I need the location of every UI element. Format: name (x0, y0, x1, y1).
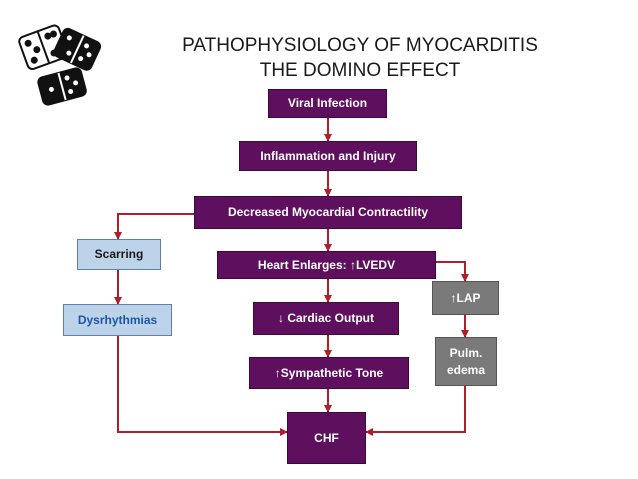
node-inflammation-injury: Inflammation and Injury (239, 141, 417, 171)
node-dysrhythmias: Dysrhythmias (63, 304, 172, 336)
node-pulmonary-edema: Pulm. edema (435, 337, 497, 386)
arrow-enlarges-to-lap (436, 261, 469, 282)
node-chf: CHF (287, 412, 366, 464)
arrow-contractility-to-scarring (114, 213, 194, 240)
node-cardiac-output: ↓ Cardiac Output (253, 302, 399, 335)
arrow-edema-to-chf (365, 386, 466, 436)
dominoes-icon (18, 24, 102, 106)
node-viral-infection: Viral Infection (268, 89, 387, 118)
arrow-dysrhythmias-to-chf (117, 336, 288, 436)
pulm-edema-line1: Pulm. (449, 346, 483, 361)
diagram-subtitle: THE DOMINO EFFECT (259, 60, 461, 81)
node-scarring: Scarring (77, 239, 161, 270)
pulm-edema-line2: edema (446, 362, 486, 377)
diagram-title: PATHOPHYSIOLOGY OF MYOCARDITIS (182, 35, 538, 56)
node-sympathetic-tone: ↑Sympathetic Tone (249, 357, 409, 389)
node-lap: ↑LAP (432, 281, 499, 315)
node-heart-enlarges: Heart Enlarges: ↑LVEDV (217, 251, 436, 279)
node-decreased-contractility: Decreased Myocardial Contractility (194, 196, 462, 229)
